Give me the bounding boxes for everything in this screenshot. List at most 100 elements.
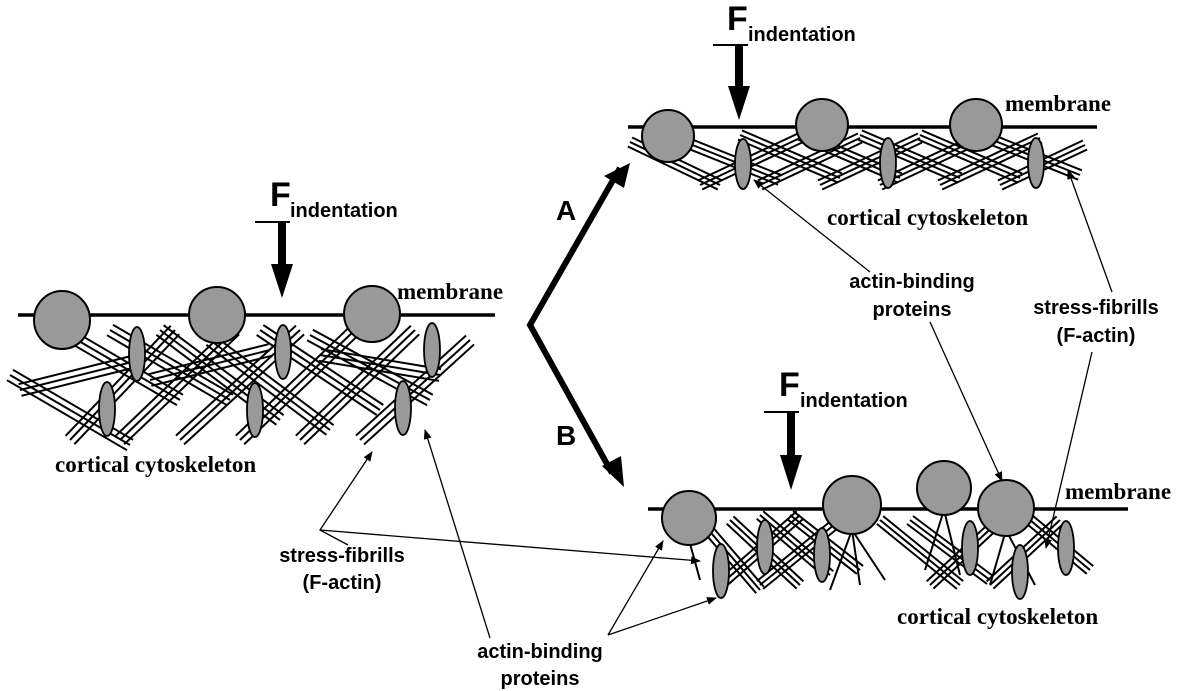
actin-fibre [681,134,783,177]
actin-fibre [56,334,178,407]
actin-fibre [295,324,412,437]
pointer-stress-fibrils-bottom [319,529,701,565]
actin-fibre [359,339,471,441]
pathway-b-arrowhead [602,456,624,487]
pointer-abp-bottom-3 [929,321,1003,482]
pointer-abp-bottom-2 [607,597,717,636]
bottom-force-arrow [764,411,802,490]
pointer-stress-fibrils-bottom-right [1044,351,1093,549]
left-membrane-proteins [33,285,401,350]
actin-binding-protein [961,520,979,576]
actin-fibre [906,523,988,585]
membrane-protein [822,475,882,535]
actin-fibre [679,139,781,181]
actin-fibre [319,354,441,376]
bottom-right-panel: F indentation membrane cortical cytoskel… [648,366,1171,629]
actin-fibre [205,343,327,436]
actin-binding-protein [246,382,264,438]
actin-fibre [941,141,1043,191]
actin-fibre [163,324,285,417]
membrane-protein [977,479,1035,537]
actin-fibre [921,129,1023,175]
middle-abp-label-line1: actin-binding [849,271,975,293]
left-cytoskeleton-label: cortical cytoskeleton [55,452,256,477]
actin-fibre [303,333,420,446]
actin-fibre [759,137,861,186]
actin-fibre [939,137,1041,186]
actin-fibre [18,353,139,386]
actin-binding-protein [423,322,441,378]
actin-binding-protein [813,527,831,583]
actin-fibre [917,138,1019,184]
pointer-abp-bottom-1 [607,540,664,636]
actin-fibre [737,138,839,184]
actin-fibre [64,325,172,437]
actin-fibre [882,515,964,582]
bottom-cytoskeleton-mesh [688,509,1094,594]
actin-fibre [879,519,961,586]
left-stress-fibrils-label-line2: (F-actin) [303,572,382,594]
middle-abp-label-line2: proteins [873,299,952,321]
actin-fibre [213,334,335,427]
pointer-abp-top [753,179,871,273]
top-force-arrow [713,44,750,120]
actin-fibre [762,523,844,590]
actin-fibre [149,349,271,381]
bottom-membrane-proteins [661,460,1035,546]
bottom-abp-label-line1: actin-binding [477,641,603,663]
actin-fibre [741,129,843,175]
top-membrane-proteins [641,98,1003,163]
actin-fibre [6,379,128,452]
actin-fibre [759,519,841,586]
bottom-force-subscript: indentation [800,390,908,412]
actin-fibre [123,333,240,446]
right-stress-fibrils-label-line1: stress-fibrills [1033,297,1159,319]
actin-binding-protein [712,543,730,599]
membrane-protein [188,286,246,344]
actin-fibre [881,141,983,191]
left-membrane-label: membrane [397,279,503,304]
bottom-abp-label-line2: proteins [501,668,580,690]
actin-fibre [739,134,841,179]
actin-fibre [761,141,863,191]
actin-fibre [989,529,1007,586]
actin-fibre [937,132,1039,182]
pointer-stress-fibrils-top [1067,169,1113,293]
pathway-arrows: A B [526,163,630,487]
actin-fibre [909,519,991,581]
actin-fibre [243,333,360,446]
left-force-symbol: F [270,176,291,214]
left-panel: F indentation membrane cortical cytoskel… [6,176,603,690]
actin-binding-protein [274,324,292,380]
actin-fibre [851,529,861,586]
membrane-protein [641,109,695,163]
actin-fibre [148,343,269,376]
actin-fibre [151,354,272,387]
actin-fibre [627,145,719,191]
pathway-a-arrowhead [604,163,630,188]
top-right-panel: F indentation membrane cortical cytoskel… [627,0,1159,347]
actin-binding-protein [1057,520,1075,576]
actin-binding-protein [128,326,146,382]
actin-fibre [363,343,475,446]
top-force-symbol: F [727,0,748,38]
actin-fibre [821,141,923,191]
actin-fibre [851,529,886,581]
membrane-protein [343,285,401,343]
membrane-protein [949,98,1003,152]
actin-fibre [859,134,961,179]
membrane-protein [916,460,972,516]
actin-fibre [817,132,919,182]
actin-fibre [299,329,416,441]
bottom-membrane-label: membrane [1065,479,1171,504]
right-stress-fibrils-label-line2: (F-actin) [1057,325,1136,347]
actin-binding-protein [98,381,116,437]
actin-fibre [819,137,921,186]
actin-fibre [857,138,959,184]
actin-binding-protein [1011,544,1029,600]
actin-fibre [21,364,142,397]
pathway-chevron [526,166,623,475]
pointer-abp-left [423,429,491,639]
